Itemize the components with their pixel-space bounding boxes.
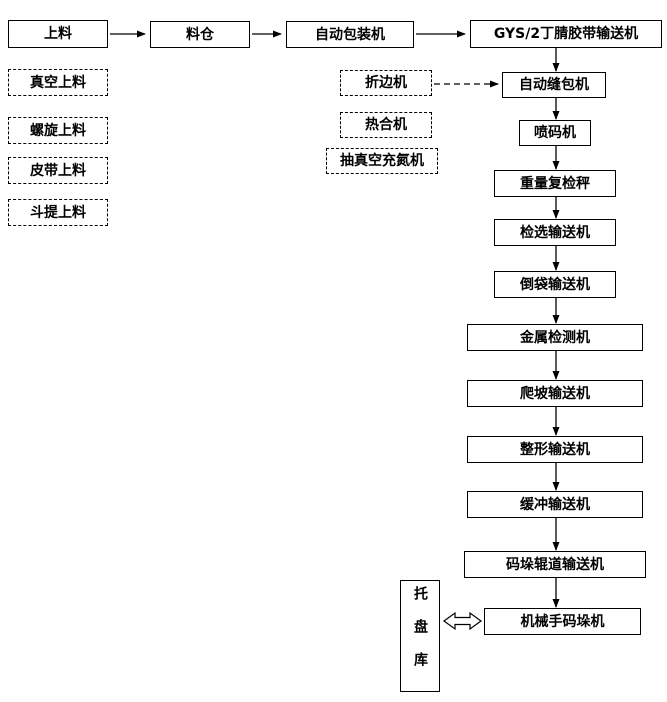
node-heat-sealer: 热合机 — [340, 112, 432, 138]
node-auto-packer: 自动包装机 — [286, 21, 414, 48]
node-screw-feeding: 螺旋上料 — [8, 117, 108, 144]
node-checkweigher: 重量复检秤 — [494, 170, 616, 197]
node-bucket-feeding: 斗提上料 — [8, 199, 108, 226]
node-belt-feeding: 皮带上料 — [8, 157, 108, 184]
node-silo: 料仓 — [150, 21, 250, 48]
double-arrow-pallet-store-robot-palletizer — [442, 611, 483, 631]
node-robot-palletizer: 机械手码垛机 — [484, 608, 641, 635]
node-vacuum-feeding: 真空上料 — [8, 69, 108, 96]
node-bag-sewer: 自动缝包机 — [502, 72, 606, 98]
node-incline-conveyor: 爬坡输送机 — [467, 380, 643, 407]
node-shaping-conveyor: 整形输送机 — [467, 436, 643, 463]
node-belt-conveyor: GYS/2丁腈胶带输送机 — [470, 20, 662, 48]
node-sorting-conveyor: 检选输送机 — [494, 219, 616, 246]
node-pallet-store: 托盘库 — [400, 580, 440, 692]
node-metal-detector: 金属检测机 — [467, 324, 643, 351]
node-buffer-conveyor: 缓冲输送机 — [467, 491, 643, 518]
node-vacuum-nitrogen: 抽真空充氮机 — [326, 148, 438, 174]
node-bag-flip-conveyor: 倒袋输送机 — [494, 271, 616, 298]
node-edge-folder: 折边机 — [340, 70, 432, 96]
node-inkjet-printer: 喷码机 — [519, 120, 591, 146]
node-pallet-roller-conveyor: 码垛辊道输送机 — [464, 551, 646, 578]
node-feeding: 上料 — [8, 20, 108, 48]
